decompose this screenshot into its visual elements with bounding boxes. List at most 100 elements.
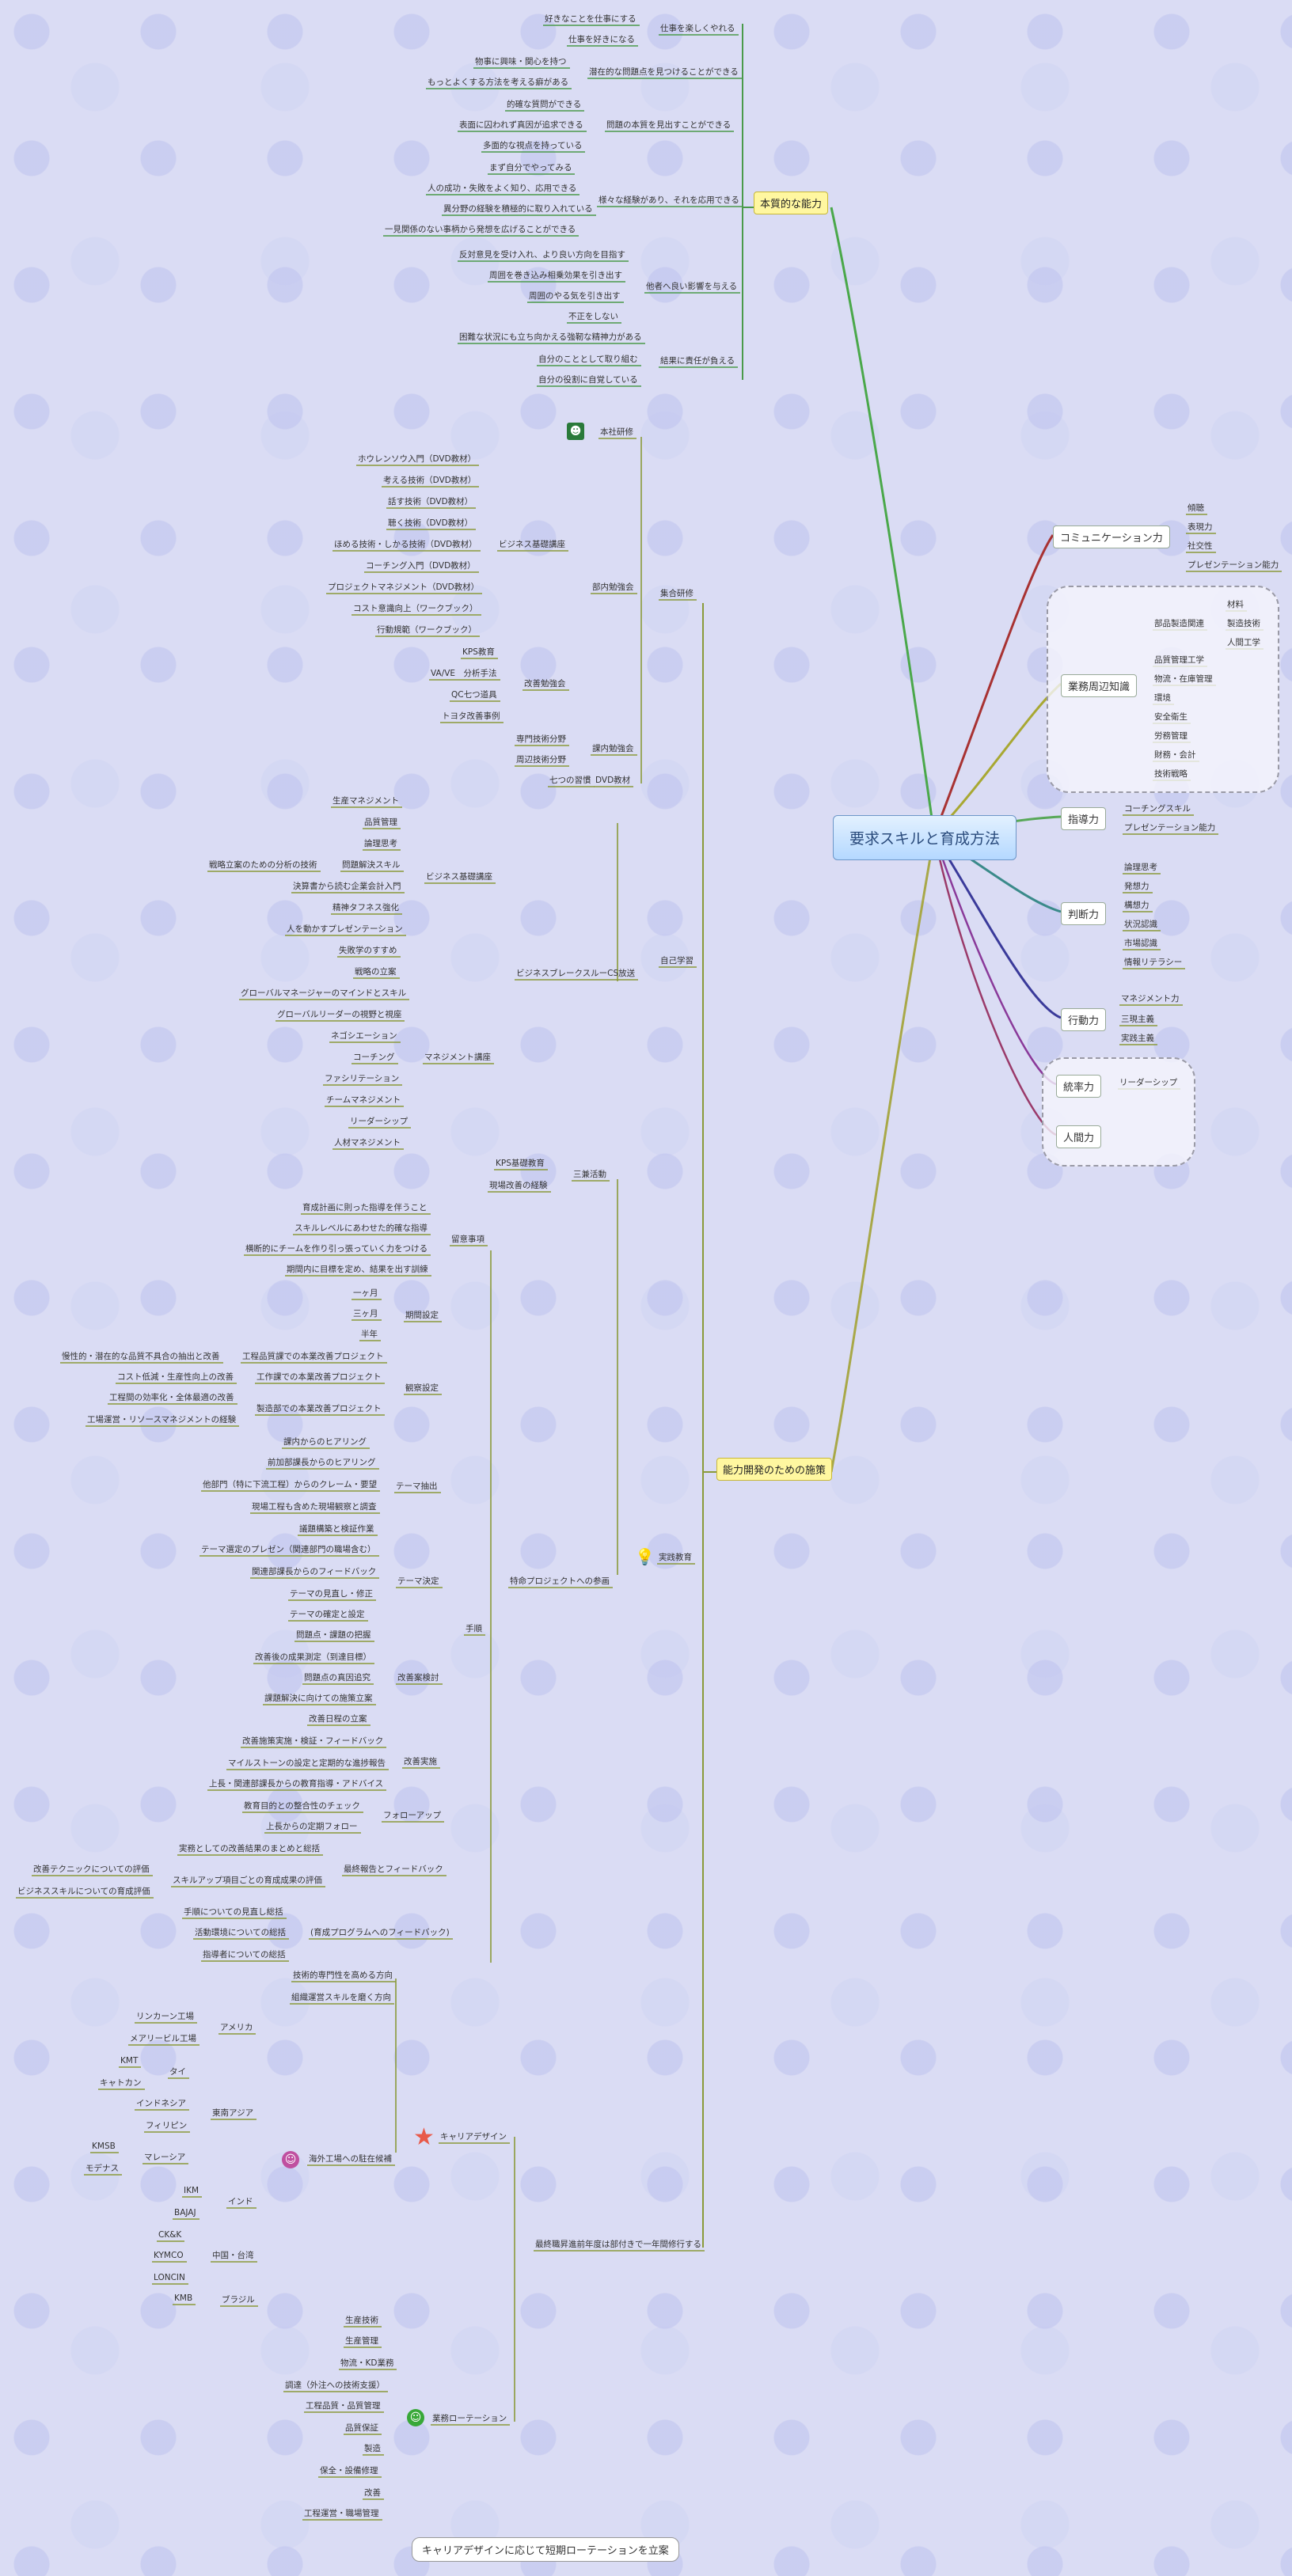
- item: 人材マネジメント: [334, 1138, 401, 1148]
- jiko-label[interactable]: 自己学習: [660, 956, 694, 966]
- jisshi-label[interactable]: 改善実施: [404, 1757, 437, 1766]
- kaigai-label[interactable]: 海外工場への駐在候補: [309, 2154, 392, 2164]
- gyomu-node[interactable]: 業務周辺知識: [1061, 674, 1138, 697]
- group-label[interactable]: 他者へ良い影響を与える: [646, 282, 738, 291]
- item: 工程運営・職場管理: [304, 2509, 379, 2518]
- group-label[interactable]: 結果に責任が負える: [660, 356, 735, 366]
- shido-node[interactable]: 指導力: [1061, 807, 1107, 830]
- item: コーチングスキル: [1124, 804, 1191, 814]
- item: 組織運営スキルを磨く方向: [291, 1993, 391, 2002]
- sangen-label[interactable]: 三兼活動: [573, 1170, 606, 1179]
- item: 技術戦略: [1154, 769, 1188, 779]
- item: 労務管理: [1154, 731, 1188, 741]
- item: 三現主義: [1121, 1015, 1154, 1024]
- item: 情報リテラシー: [1124, 958, 1183, 967]
- kaizen-label[interactable]: 改善勉強会: [524, 679, 566, 689]
- central-topic[interactable]: 要求スキルと育成方法: [833, 815, 1017, 860]
- shugo-label[interactable]: 集合研修: [660, 589, 694, 598]
- kanai-label[interactable]: 課内勉強会: [592, 744, 634, 753]
- shisaku-trunk: [702, 603, 716, 2248]
- dvd-label[interactable]: DVD教材: [595, 776, 631, 785]
- item: KMT: [120, 2056, 139, 2066]
- item: コスト低減・生産性向上の改善: [117, 1372, 234, 1382]
- face-icon: ☺: [282, 2151, 299, 2168]
- biz-label[interactable]: ビジネス基礎講座: [499, 540, 565, 549]
- tosotsu-cloud: [1042, 1057, 1195, 1167]
- kodo-node[interactable]: 行動力: [1061, 1008, 1107, 1031]
- bottom-note[interactable]: キャリアデザインに応じて短期ローテーションを立案: [412, 2537, 679, 2562]
- follow-label[interactable]: フォローアップ: [383, 1811, 442, 1820]
- kettei-label[interactable]: テーマ決定: [397, 1576, 439, 1586]
- jissen-label[interactable]: 実践教育: [659, 1553, 692, 1562]
- asia-label[interactable]: 東南アジア: [212, 2108, 254, 2118]
- brazil-label[interactable]: ブラジル: [222, 2295, 255, 2305]
- tokumei-label[interactable]: 特命プロジェクトへの参画: [510, 1576, 610, 1586]
- item: もっとよくする方法を考える癖がある: [428, 78, 569, 87]
- theme-label[interactable]: テーマ抽出: [396, 1481, 438, 1491]
- item: 表面に囚われず真因が追求できる: [459, 120, 583, 130]
- trunk-4: [395, 1978, 515, 2422]
- item: テーマの見直し・修正: [290, 1589, 373, 1599]
- item: 育成計画に則った指導を伴うこと: [302, 1203, 428, 1212]
- item: KPS教育: [462, 647, 495, 657]
- item: 論理思考: [1124, 863, 1157, 872]
- item: KMSB: [92, 2142, 116, 2151]
- item: 議題構築と検証作業: [299, 1524, 374, 1534]
- item: ビジネススキルについての育成評価: [17, 1887, 150, 1896]
- rotation-parent[interactable]: 最終職昇進前年度は部付きで一年間修行する: [535, 2240, 701, 2249]
- item: 自分の役割に自覚している: [538, 375, 638, 385]
- india-label[interactable]: インド: [228, 2197, 253, 2206]
- handan-node[interactable]: 判断力: [1061, 902, 1107, 925]
- tosotsu-node[interactable]: 統率力: [1056, 1075, 1102, 1098]
- item: 製造: [364, 2444, 381, 2453]
- item: 実践主義: [1121, 1034, 1154, 1043]
- group-label[interactable]: 仕事を楽しくやれる: [660, 24, 735, 33]
- honshitsu-trunk: [742, 24, 754, 380]
- ikusei-label[interactable]: (育成プログラムへのフィードバック): [310, 1928, 450, 1937]
- kansatsu-label[interactable]: 観察設定: [405, 1383, 439, 1393]
- bc-label[interactable]: ビジネスブレークスルーCS放送: [516, 969, 636, 978]
- item: 生産マネジメント: [332, 796, 399, 806]
- america-label[interactable]: アメリカ: [220, 2023, 253, 2032]
- bumon-label[interactable]: 部内勉強会: [592, 582, 634, 592]
- smiley-icon: ☺: [407, 2409, 424, 2426]
- tejun-label[interactable]: 手順: [466, 1624, 482, 1633]
- item: 自分のこととして取り組む: [538, 355, 638, 364]
- group-label[interactable]: 潜在的な問題点を見つけることができる: [589, 67, 739, 77]
- group-label[interactable]: 様々な経験があり、それを応用できる: [598, 195, 739, 205]
- item: 精神タフネス強化: [332, 903, 399, 912]
- branch-tosotsu: [933, 834, 1057, 1086]
- jiko-biz-label[interactable]: ビジネス基礎講座: [426, 872, 492, 882]
- career-label[interactable]: キャリアデザイン: [440, 2132, 507, 2142]
- ryui-label[interactable]: 留意事項: [451, 1235, 484, 1244]
- item: 人の成功・失敗をよく知り、応用できる: [428, 184, 577, 193]
- lightbulb-icon: 💡: [635, 1547, 655, 1566]
- item: チームマネジメント: [326, 1095, 401, 1105]
- shisaku-title[interactable]: 能力開発のための施策: [716, 1458, 833, 1481]
- item: 調達（外注への技術支援）: [285, 2381, 385, 2390]
- item: 品質保証: [345, 2423, 378, 2433]
- honshitsu-title[interactable]: 本質的な能力: [754, 192, 829, 214]
- item: 改善: [364, 2488, 381, 2498]
- item: ほめる技術・しかる技術（DVD教材）: [334, 540, 477, 549]
- kikan-label[interactable]: 期間設定: [405, 1311, 439, 1320]
- comm-node[interactable]: コミュニケーション力: [1053, 525, 1170, 548]
- ningen-node[interactable]: 人間力: [1056, 1125, 1102, 1148]
- group-label[interactable]: 問題の本質を見出すことができる: [606, 120, 732, 130]
- kentou-label[interactable]: 改善案検討: [397, 1673, 439, 1683]
- mgmt-label[interactable]: マネジメント講座: [424, 1053, 491, 1062]
- item: コスト意識向上（ワークブック）: [353, 604, 478, 613]
- item: 改善日程の立案: [309, 1714, 367, 1724]
- item: 横断的にチームを作り引っ張っていく力をつける: [245, 1244, 428, 1254]
- item: 行動規範（ワークブック）: [377, 625, 477, 635]
- item: 前加部課長からのヒアリング: [268, 1458, 376, 1467]
- item: 半年: [361, 1330, 378, 1339]
- item: 社交性: [1188, 541, 1213, 551]
- item: メアリービル工場: [130, 2034, 196, 2043]
- rotation-label[interactable]: 業務ローテーション: [432, 2414, 507, 2423]
- item: 表現力: [1188, 522, 1213, 532]
- china-label[interactable]: 中国・台湾: [212, 2251, 254, 2260]
- honsha-label[interactable]: 本社研修: [600, 427, 633, 437]
- item: KYMCO: [154, 2251, 184, 2260]
- saishu-label[interactable]: 最終報告とフィードバック: [344, 1865, 443, 1874]
